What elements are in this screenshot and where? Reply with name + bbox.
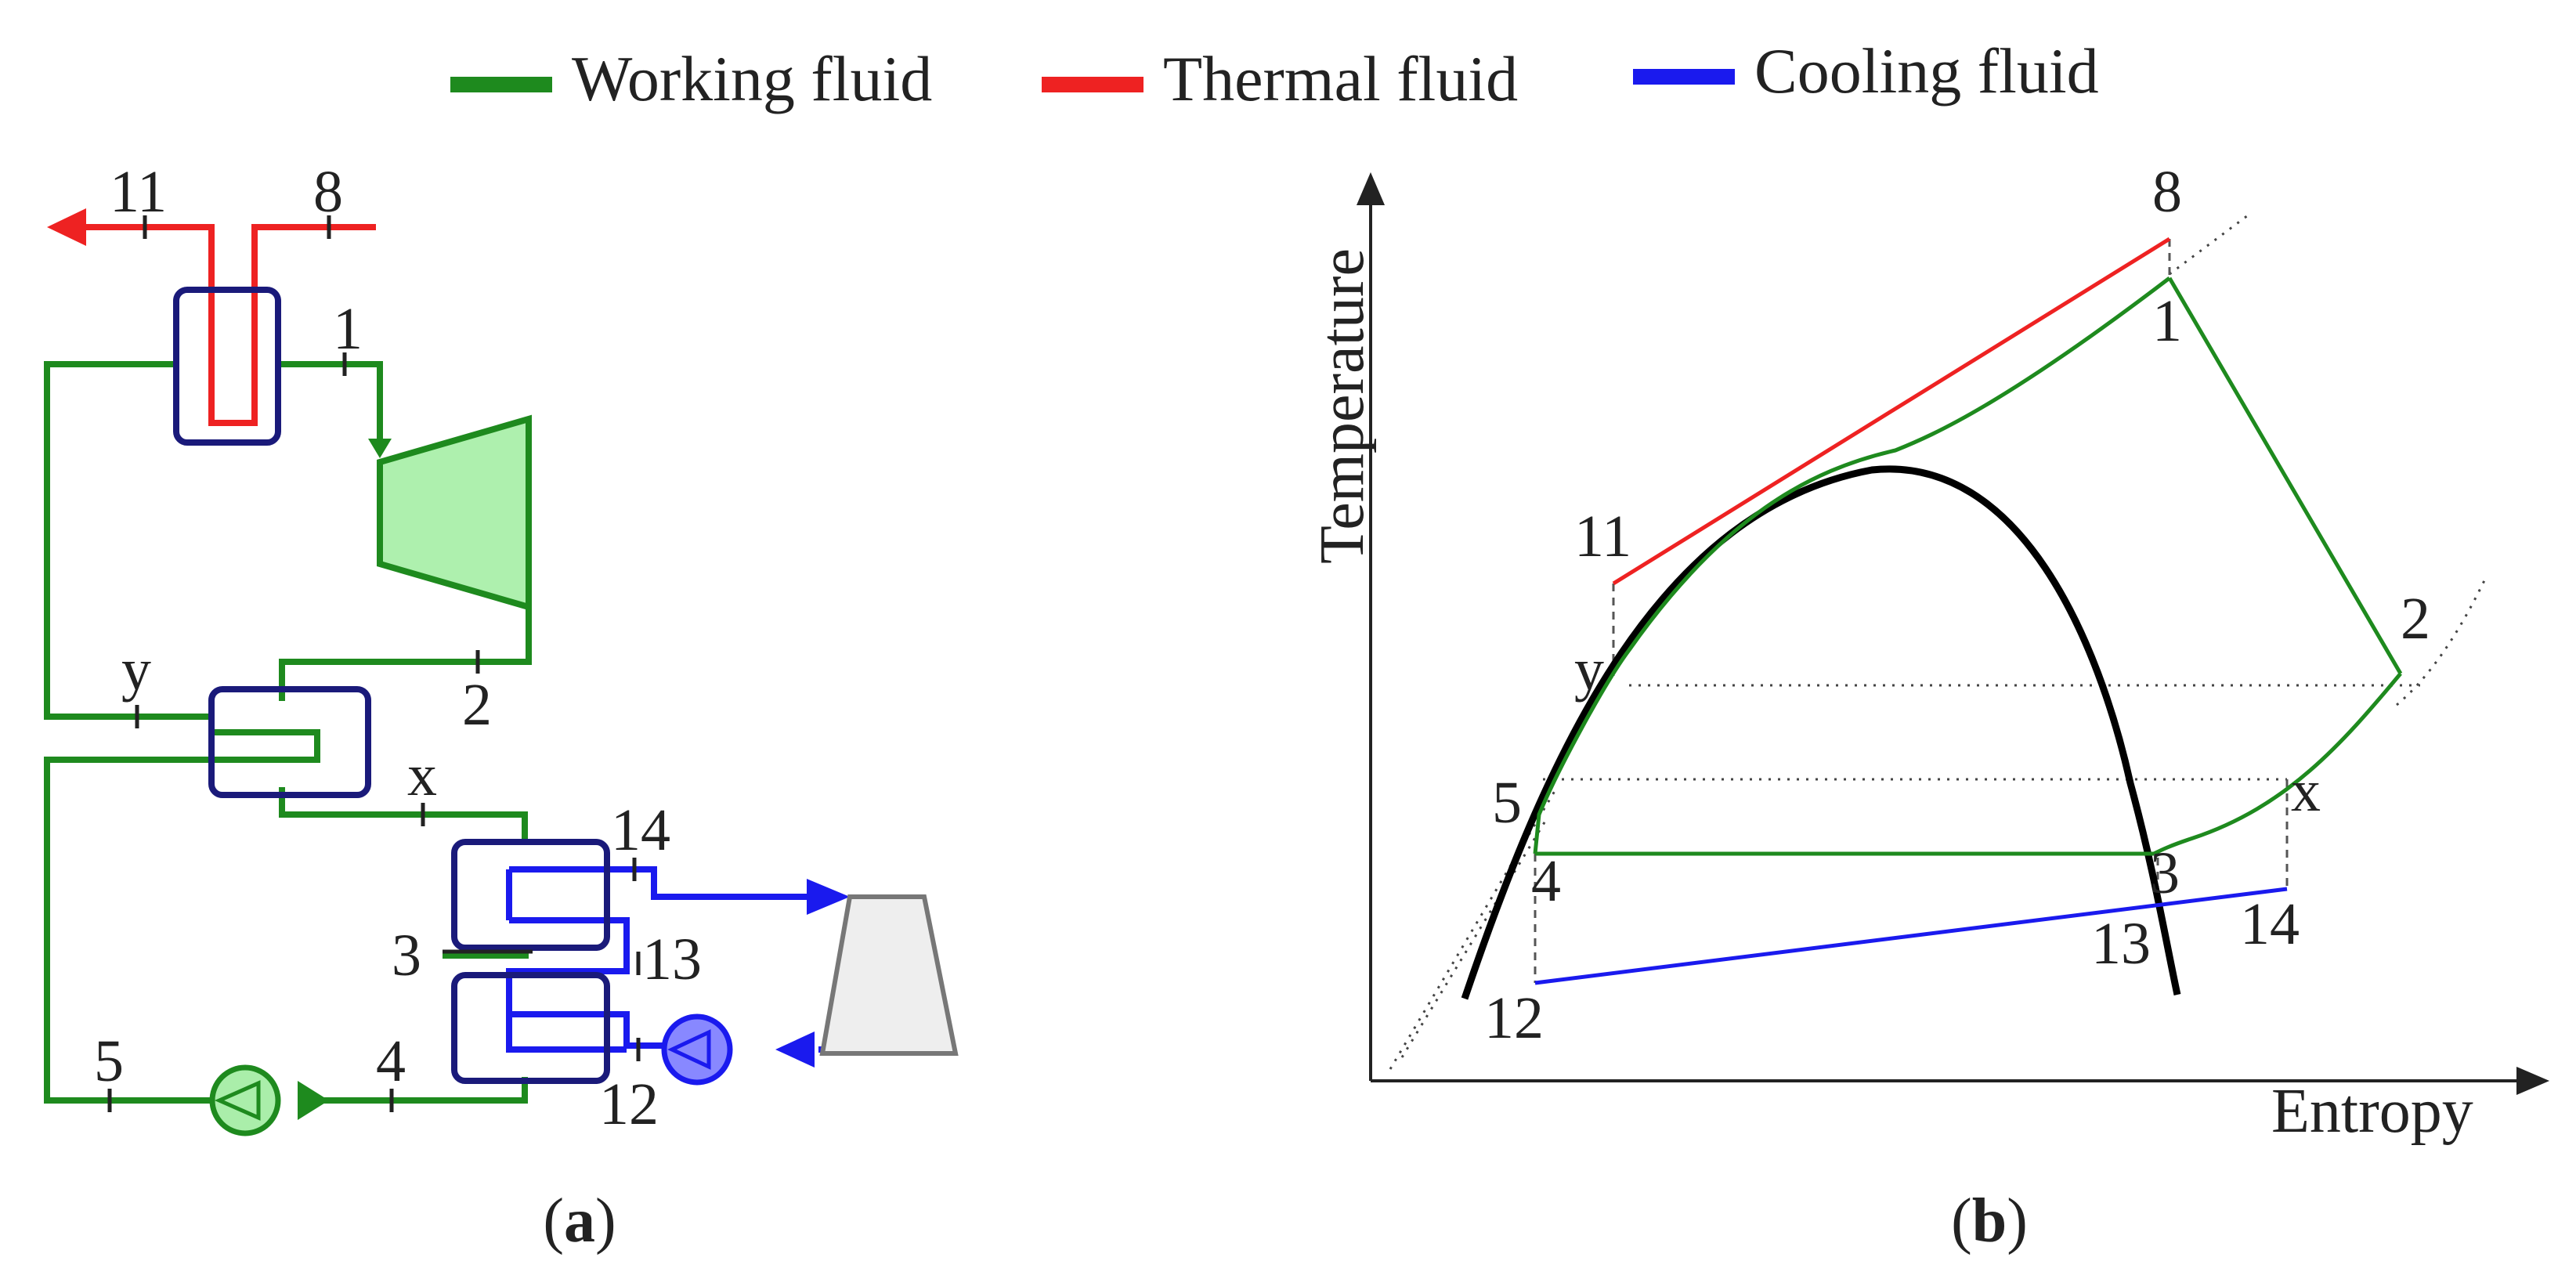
schematic-label-12: 12 <box>599 1071 659 1137</box>
cooling-tower <box>819 894 959 1056</box>
pump-outlet-arrow <box>298 1081 329 1120</box>
ts-thermal-fluid-line <box>1612 237 2171 586</box>
caption-b: (b) <box>1951 1187 2028 1256</box>
recuperator <box>208 686 371 798</box>
ts-label-4: 4 <box>1531 848 1561 914</box>
ts-label-12: 12 <box>1484 985 1544 1051</box>
caption-a: (a) <box>543 1187 616 1256</box>
schematic-label-11: 11 <box>110 159 167 225</box>
legend-item-cooling: Cooling fluid <box>1633 35 2099 107</box>
turbine-inlet-arrow <box>368 439 392 458</box>
ts-label-3: 3 <box>2150 840 2180 906</box>
ts-working-fluid-cycle <box>1533 276 2403 856</box>
schematic-label-y: y <box>121 637 151 703</box>
x-axis-label: Entropy <box>2271 1077 2473 1146</box>
schematic-label-14: 14 <box>611 797 670 863</box>
ts-label-5: 5 <box>1492 770 1522 836</box>
thermal-outlet-arrow <box>47 208 86 246</box>
ts-label-8: 8 <box>2152 159 2182 225</box>
schematic-label-5: 5 <box>94 1028 124 1094</box>
ts-label-2: 2 <box>2401 586 2430 652</box>
schematic-label-3: 3 <box>392 923 421 988</box>
ts-label-1: 1 <box>2152 288 2182 354</box>
working-pump <box>209 1064 281 1136</box>
legend: Working fluid Thermal fluid Cooling flui… <box>450 35 2099 114</box>
cycle-schematic: 11 8 1 y 2 x 14 3 13 5 4 12 (a) <box>44 159 959 1256</box>
state-ticks <box>107 215 641 1112</box>
schematic-point-labels: 11 8 1 y 2 x 14 3 13 5 4 12 <box>94 159 702 1137</box>
ts-label-13: 13 <box>2091 911 2151 977</box>
condenser-lower <box>451 972 610 1084</box>
legend-label-thermal: Thermal fluid <box>1163 43 1518 114</box>
ts-axes <box>1356 172 2550 1096</box>
schematic-label-13: 13 <box>642 927 702 992</box>
turbine <box>377 414 532 612</box>
thermal-fluid-line <box>47 208 376 426</box>
y-axis-label: Temperature <box>1308 248 1377 564</box>
legend-label-cooling: Cooling fluid <box>1754 35 2099 107</box>
schematic-label-x: x <box>407 742 437 808</box>
ts-label-11: 11 <box>1574 504 1631 569</box>
ts-label-14: 14 <box>2240 891 2300 957</box>
saturation-dome <box>1461 465 2181 1000</box>
schematic-label-2: 2 <box>462 672 492 738</box>
condenser-upper <box>451 839 610 951</box>
ts-diagram: Temperature Entropy <box>1308 159 2550 1256</box>
ts-cooling-fluid-line <box>1534 887 2288 985</box>
schematic-label-8: 8 <box>313 159 343 225</box>
cooling-tower-inlet-arrow <box>807 879 850 915</box>
schematic-label-4: 4 <box>376 1028 406 1094</box>
ts-label-y: y <box>1574 637 1604 703</box>
legend-item-thermal: Thermal fluid <box>1042 43 1518 114</box>
ts-label-x: x <box>2291 758 2321 824</box>
cooling-pump-arrow <box>775 1032 815 1068</box>
evaporator <box>173 287 281 446</box>
cooling-fluid-line <box>506 866 956 1068</box>
working-fluid-line <box>44 361 532 1120</box>
cooling-pump <box>661 1013 733 1086</box>
ts-dotted-lines <box>1389 214 2488 1070</box>
ts-point-labels: 8 1 11 2 y 5 x 4 3 13 14 12 <box>1484 159 2430 1051</box>
legend-label-working: Working fluid <box>572 43 932 114</box>
schematic-label-1: 1 <box>333 296 363 362</box>
legend-item-working: Working fluid <box>450 43 932 114</box>
